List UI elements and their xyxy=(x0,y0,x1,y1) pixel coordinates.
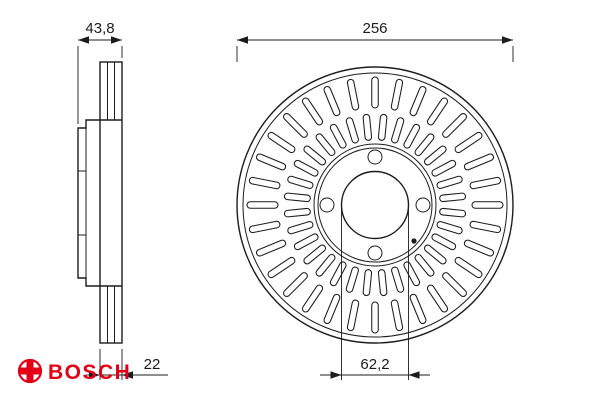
vent-slot xyxy=(255,239,287,257)
vent-slot xyxy=(301,284,324,313)
center-bore-circle xyxy=(340,170,410,240)
vent-slot xyxy=(377,269,388,297)
vent-slot xyxy=(248,220,281,234)
vent-slot xyxy=(442,272,467,297)
vent-slot xyxy=(345,266,359,293)
vent-slot xyxy=(346,78,360,111)
vent-slot xyxy=(439,192,467,203)
vent-slot xyxy=(248,176,281,190)
vent-slot xyxy=(329,261,347,287)
vent-slot xyxy=(431,159,457,177)
bosch-wordmark: BOSCH xyxy=(48,361,131,384)
vent-slot xyxy=(423,145,447,166)
vent-slot xyxy=(329,123,347,149)
vent-slot xyxy=(463,153,495,171)
vent-slots xyxy=(246,76,504,334)
vent-slot xyxy=(469,220,502,234)
vent-slot xyxy=(377,113,388,141)
vent-slot xyxy=(414,253,435,277)
vent-slot xyxy=(471,201,504,209)
vent-slot xyxy=(293,159,319,177)
vent-slot xyxy=(267,131,296,154)
disc-section-outline xyxy=(99,61,123,344)
dim-label-overall-width: 43,8 xyxy=(85,20,114,37)
vent-slot xyxy=(283,192,311,203)
vent-slot xyxy=(323,293,341,325)
bolt-hole xyxy=(319,197,335,213)
bolt-hole xyxy=(367,245,383,261)
vent-slot xyxy=(246,201,279,209)
vent-slot xyxy=(255,153,287,171)
vent-slot xyxy=(362,269,373,297)
vent-slot xyxy=(454,256,483,279)
vent-slot xyxy=(442,113,467,138)
vent-slot xyxy=(391,117,405,144)
vent-slot xyxy=(287,221,314,235)
vent-slot xyxy=(390,299,404,332)
vent-slot xyxy=(346,299,360,332)
dim-label-thickness: 22 xyxy=(144,356,161,373)
dim-label-outer-diameter: 256 xyxy=(362,20,387,37)
vent-slot xyxy=(431,233,457,251)
vent-slot xyxy=(283,272,308,297)
vent-slot xyxy=(293,233,319,251)
vent-slot xyxy=(303,244,327,265)
outer-chamfer-circle xyxy=(242,72,508,338)
vent-slot xyxy=(436,175,463,189)
bosch-logo: BOSCH xyxy=(17,358,131,384)
dim-label-center-bore: 62,2 xyxy=(360,356,389,373)
vent-slot xyxy=(315,133,336,157)
vent-slot xyxy=(345,117,359,144)
vent-slot xyxy=(287,175,314,189)
vent-slot xyxy=(463,239,495,257)
vent-slot xyxy=(409,85,427,117)
vent-slot xyxy=(436,221,463,235)
vent-slot xyxy=(303,145,327,166)
vent-slot xyxy=(469,176,502,190)
vent-slot xyxy=(362,113,373,141)
front-view xyxy=(236,66,514,344)
vent-slot xyxy=(323,85,341,117)
vent-slot xyxy=(391,266,405,293)
vent-slot xyxy=(439,207,467,218)
vent-slot xyxy=(301,97,324,126)
vent-slot xyxy=(283,207,311,218)
vent-slot xyxy=(283,113,308,138)
pin-hole xyxy=(411,238,417,244)
vent-slot xyxy=(403,261,421,287)
vent-slot xyxy=(409,293,427,325)
vent-slot xyxy=(426,284,449,313)
dimensions: 256 43,8 22 62,2 xyxy=(77,20,514,380)
vent-slot xyxy=(390,78,404,111)
vent-slot xyxy=(423,244,447,265)
vent-slot xyxy=(371,301,379,334)
friction-inner-circle xyxy=(313,143,437,267)
vent-slot xyxy=(454,131,483,154)
hat-edge-circle xyxy=(317,147,433,263)
bolt-hole xyxy=(367,149,383,165)
bolt-holes xyxy=(319,149,431,261)
hat-profile xyxy=(77,119,100,287)
vent-slot xyxy=(426,97,449,126)
bolt-hole xyxy=(415,197,431,213)
bosch-armature-icon xyxy=(17,358,43,384)
bosch-armature-post xyxy=(26,361,34,381)
side-view xyxy=(77,61,123,344)
vent-slot xyxy=(371,76,379,109)
vent-slot xyxy=(315,253,336,277)
vent-slot xyxy=(267,256,296,279)
vent-slot xyxy=(414,133,435,157)
vent-slot xyxy=(403,123,421,149)
outer-diameter-circle xyxy=(236,66,514,344)
